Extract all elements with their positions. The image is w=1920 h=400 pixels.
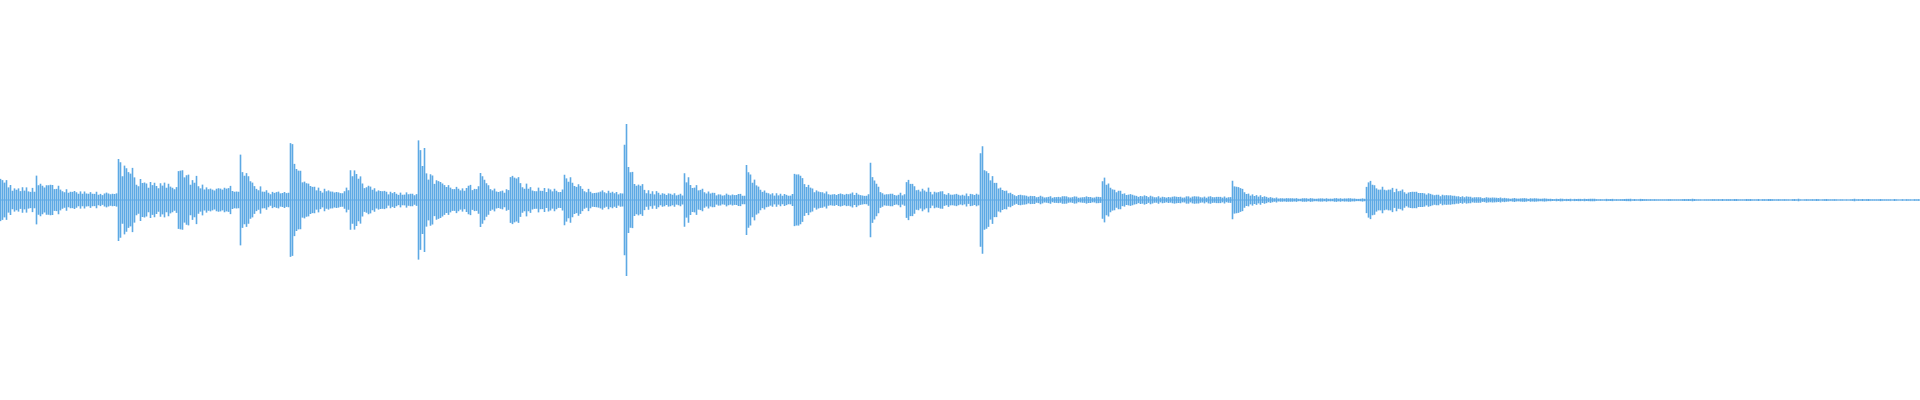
waveform-bars [0, 124, 1920, 276]
